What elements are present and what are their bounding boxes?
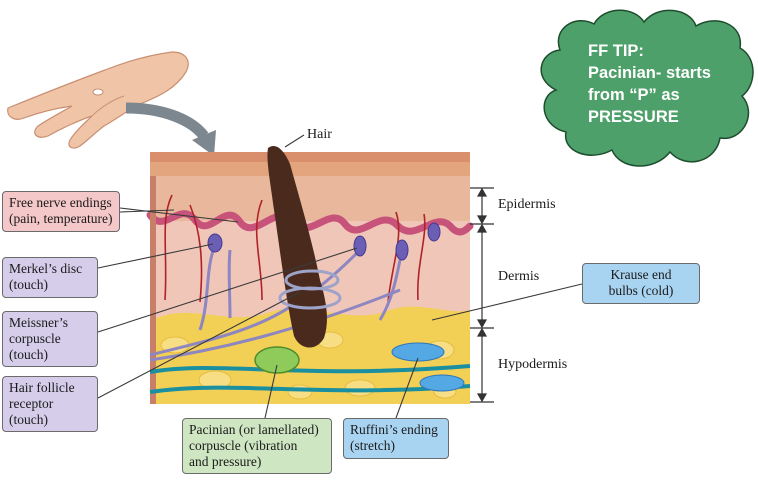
label-krause-end-bulbs: Krause end bulbs (cold)	[582, 263, 700, 304]
ruffini-ending	[391, 342, 465, 392]
label-hypodermis: Hypodermis	[498, 357, 568, 372]
hair-shaft	[267, 145, 327, 348]
tip-text: FF TIP: Pacinian- starts from “P” as PRE…	[588, 40, 753, 128]
layer-bracket	[470, 187, 494, 403]
tip-line-1: FF TIP:	[588, 42, 644, 60]
label-hair: Hair	[307, 127, 332, 142]
epidermis-layer	[150, 176, 470, 221]
tip-line-4: PRESSURE	[588, 108, 679, 126]
curved-arrow-icon	[125, 102, 216, 156]
hand-illustration	[7, 51, 189, 149]
label-epidermis: Epidermis	[498, 197, 556, 212]
label-hair-follicle-receptor: Hair follicle receptor (touch)	[2, 376, 98, 432]
label-pacinian-corpuscle: Pacinian (or lamellated) corpuscle (vibr…	[182, 418, 332, 474]
leader-lines	[97, 134, 583, 419]
tip-line-2: Pacinian- starts	[588, 64, 711, 82]
label-ruffinis-ending: Ruffini’s ending (stretch)	[343, 418, 449, 459]
label-meissners-corpuscle: Meissner’s corpuscle (touch)	[2, 311, 98, 367]
label-dermis: Dermis	[498, 269, 540, 284]
tip-line-3: from “P” as	[588, 86, 680, 104]
pacinian-corpuscle	[254, 346, 300, 374]
label-free-nerve-endings: Free nerve endings (pain, temperature)	[2, 191, 120, 232]
label-merkels-disc: Merkel’s disc (touch)	[2, 257, 98, 298]
tip-cloud	[540, 9, 754, 167]
